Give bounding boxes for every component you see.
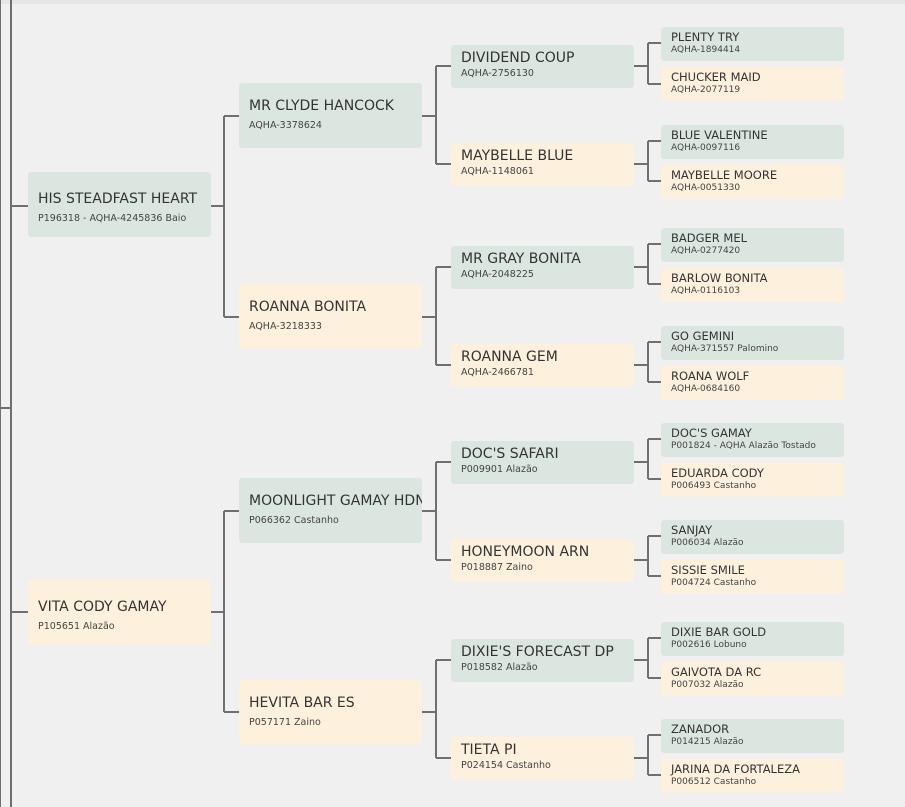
horse-registration: P006512 Castanho bbox=[671, 777, 757, 787]
horse-registration: P001824 - AQHA Alazão Tostado bbox=[671, 441, 816, 451]
horse-registration: P018582 Alazão bbox=[461, 662, 538, 673]
horse-registration: AQHA-2077119 bbox=[671, 85, 741, 95]
great-granddam-card[interactable]: ROANNA GEM AQHA-2466781 bbox=[451, 344, 634, 387]
great-grandsire-card[interactable]: DOC'S SAFARI P009901 Alazão bbox=[451, 441, 634, 484]
g4-sire-card[interactable]: ZANADOR P014215 Alazão bbox=[661, 719, 844, 753]
horse-registration: P024154 Castanho bbox=[461, 760, 551, 771]
g4-dam-card[interactable]: BARLOW BONITA AQHA-0116103 bbox=[661, 268, 844, 302]
horse-registration: P009901 Alazão bbox=[461, 464, 538, 475]
horse-name: JARINA DA FORTALEZA bbox=[671, 762, 800, 776]
g4-dam-card[interactable]: SISSIE SMILE P004724 Castanho bbox=[661, 560, 844, 594]
horse-registration: AQHA-1148061 bbox=[461, 166, 534, 177]
grandsire-card[interactable]: MOONLIGHT GAMAY HDN P066362 Castanho bbox=[239, 478, 422, 543]
g4-dam-card[interactable]: CHUCKER MAID AQHA-2077119 bbox=[661, 67, 844, 101]
horse-registration: P006493 Castanho bbox=[671, 481, 757, 491]
horse-name: GAIVOTA DA RC bbox=[671, 665, 762, 679]
horse-name: BLUE VALENTINE bbox=[671, 128, 768, 142]
horse-registration: AQHA-0277420 bbox=[671, 246, 741, 256]
horse-registration: AQHA-2048225 bbox=[461, 269, 534, 280]
horse-name: BADGER MEL bbox=[671, 231, 748, 245]
horse-name: VITA CODY GAMAY bbox=[38, 599, 167, 615]
horse-name: GO GEMINI bbox=[671, 329, 735, 343]
horse-registration: AQHA-2466781 bbox=[461, 367, 534, 378]
horse-name: MR GRAY BONITA bbox=[461, 251, 581, 267]
horse-name: HIS STEADFAST HEART bbox=[38, 191, 198, 207]
g4-dam-card[interactable]: ROANA WOLF AQHA-0684160 bbox=[661, 366, 844, 400]
horse-name: DIVIDEND COUP bbox=[461, 50, 575, 66]
great-granddam-card[interactable]: TIETA PI P024154 Castanho bbox=[451, 737, 634, 780]
sire-card[interactable]: HIS STEADFAST HEART P196318 - AQHA-42458… bbox=[28, 172, 211, 237]
horse-registration: P014215 Alazão bbox=[671, 737, 744, 747]
dam-card[interactable]: VITA CODY GAMAY P105651 Alazão bbox=[28, 580, 211, 645]
horse-registration: P057171 Zaino bbox=[249, 717, 321, 728]
horse-registration: AQHA-2756130 bbox=[461, 68, 534, 79]
horse-registration: AQHA-0116103 bbox=[671, 286, 741, 296]
horse-name: DOC'S GAMAY bbox=[671, 426, 752, 440]
horse-name: TIETA PI bbox=[461, 742, 517, 758]
horse-name: EDUARDA CODY bbox=[671, 466, 764, 480]
granddam-card[interactable]: ROANNA BONITA AQHA-3218333 bbox=[239, 284, 422, 349]
horse-name: DIXIE BAR GOLD bbox=[671, 625, 767, 639]
g4-sire-card[interactable]: BLUE VALENTINE AQHA-0097116 bbox=[661, 125, 844, 159]
horse-name: DOC'S SAFARI bbox=[461, 446, 559, 462]
horse-registration: P004724 Castanho bbox=[671, 578, 757, 588]
great-grandsire-card[interactable]: DIVIDEND COUP AQHA-2756130 bbox=[451, 45, 634, 88]
horse-name: HONEYMOON ARN bbox=[461, 544, 590, 560]
horse-name: MAYBELLE BLUE bbox=[461, 148, 574, 164]
horse-registration: AQHA-0051330 bbox=[671, 183, 741, 193]
g4-sire-card[interactable]: SANJAY P006034 Alazão bbox=[661, 520, 844, 554]
horse-registration: P007032 Alazão bbox=[671, 680, 744, 690]
horse-name: HEVITA BAR ES bbox=[249, 695, 355, 711]
great-granddam-card[interactable]: HONEYMOON ARN P018887 Zaino bbox=[451, 539, 634, 582]
g4-sire-card[interactable]: DIXIE BAR GOLD P002616 Lobuno bbox=[661, 622, 844, 656]
horse-registration: AQHA-3378624 bbox=[249, 120, 322, 131]
horse-registration: AQHA-3218333 bbox=[249, 321, 322, 332]
horse-name: CHUCKER MAID bbox=[671, 70, 761, 84]
horse-name: ZANADOR bbox=[671, 722, 730, 736]
horse-name: MOONLIGHT GAMAY HDN bbox=[249, 493, 422, 509]
great-grandsire-card[interactable]: MR GRAY BONITA AQHA-2048225 bbox=[451, 246, 634, 289]
horse-registration: AQHA-1894414 bbox=[671, 45, 741, 55]
g4-dam-card[interactable]: EDUARDA CODY P006493 Castanho bbox=[661, 463, 844, 497]
granddam-card[interactable]: HEVITA BAR ES P057171 Zaino bbox=[239, 680, 422, 745]
g4-sire-card[interactable]: PLENTY TRY AQHA-1894414 bbox=[661, 27, 844, 61]
g4-dam-card[interactable]: JARINA DA FORTALEZA P006512 Castanho bbox=[661, 759, 844, 793]
g4-sire-card[interactable]: DOC'S GAMAY P001824 - AQHA Alazão Tostad… bbox=[661, 423, 844, 457]
horse-registration: P018887 Zaino bbox=[461, 562, 533, 573]
grandsire-card[interactable]: MR CLYDE HANCOCK AQHA-3378624 bbox=[239, 83, 422, 148]
horse-registration: AQHA-0097116 bbox=[671, 143, 741, 153]
horse-name: SANJAY bbox=[671, 523, 713, 537]
horse-registration: P196318 - AQHA-4245836 Baio bbox=[38, 213, 187, 224]
g4-sire-card[interactable]: BADGER MEL AQHA-0277420 bbox=[661, 228, 844, 262]
horse-name: BARLOW BONITA bbox=[671, 271, 768, 285]
horse-name: ROANNA BONITA bbox=[249, 299, 367, 315]
horse-registration: P002616 Lobuno bbox=[671, 640, 747, 650]
great-granddam-card[interactable]: MAYBELLE BLUE AQHA-1148061 bbox=[451, 143, 634, 186]
horse-name: PLENTY TRY bbox=[671, 30, 740, 44]
g4-dam-card[interactable]: GAIVOTA DA RC P007032 Alazão bbox=[661, 662, 844, 696]
horse-registration: AQHA-371557 Palomino bbox=[671, 344, 779, 354]
horse-registration: AQHA-0684160 bbox=[671, 384, 741, 394]
g4-dam-card[interactable]: MAYBELLE MOORE AQHA-0051330 bbox=[661, 165, 844, 199]
horse-name: MR CLYDE HANCOCK bbox=[249, 98, 394, 114]
g4-sire-card[interactable]: GO GEMINI AQHA-371557 Palomino bbox=[661, 326, 844, 360]
horse-registration: P066362 Castanho bbox=[249, 515, 339, 526]
horse-name: ROANA WOLF bbox=[671, 369, 750, 383]
horse-registration: P006034 Alazão bbox=[671, 538, 744, 548]
horse-name: ROANNA GEM bbox=[461, 349, 558, 365]
horse-registration: P105651 Alazão bbox=[38, 621, 115, 632]
horse-name: MAYBELLE MOORE bbox=[671, 168, 778, 182]
great-grandsire-card[interactable]: DIXIE'S FORECAST DP P018582 Alazão bbox=[451, 639, 634, 682]
horse-name: SISSIE SMILE bbox=[671, 563, 745, 577]
horse-name: DIXIE'S FORECAST DP bbox=[461, 644, 614, 660]
